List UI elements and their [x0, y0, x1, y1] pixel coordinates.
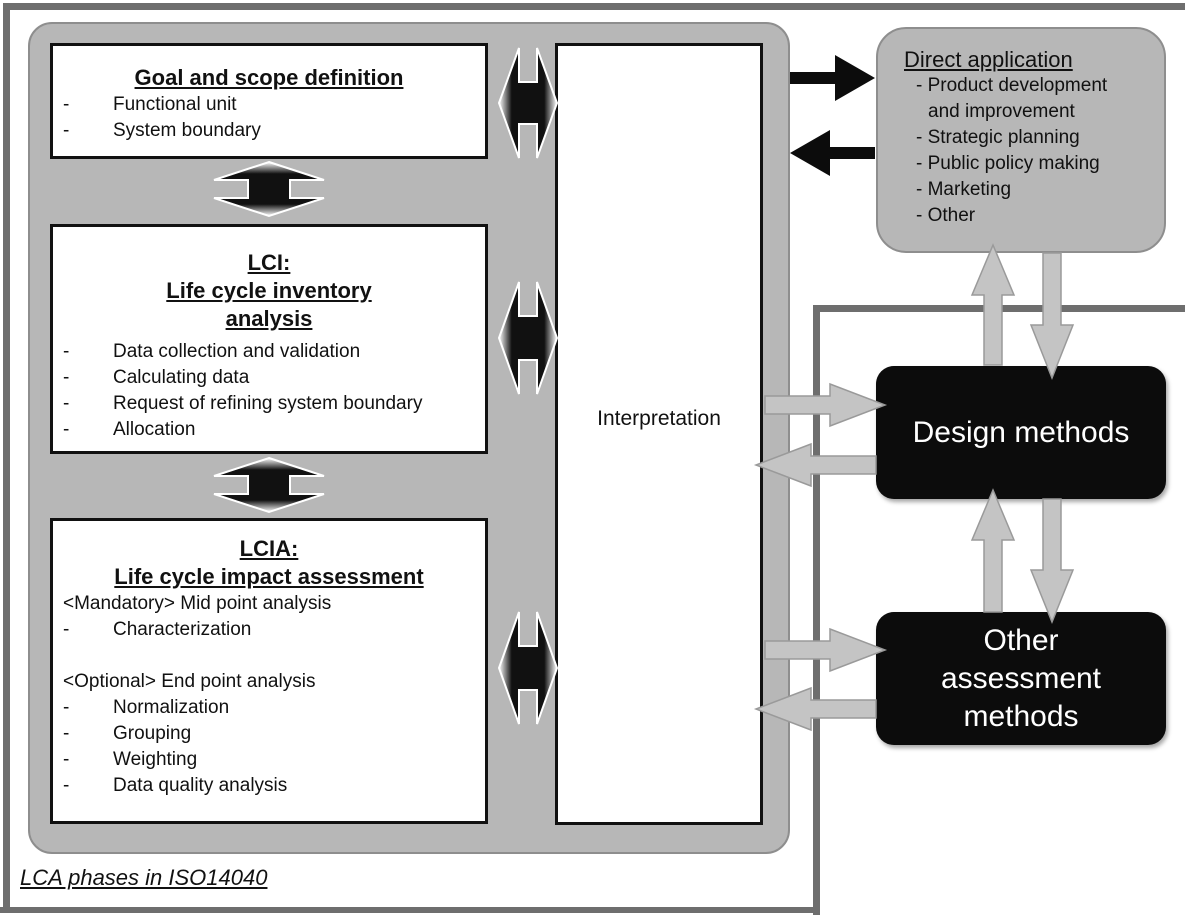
arrow-left-icon — [753, 686, 877, 732]
double-arrow-icon — [213, 456, 325, 514]
lci-item: -Allocation — [63, 419, 196, 440]
outer-frame — [3, 3, 1185, 913]
lci-item: -Request of refining system boundary — [63, 393, 423, 414]
lcia-box: LCIA: Life cycle impact assessment <Mand… — [50, 518, 488, 824]
application-item: - Public policy making — [916, 153, 1100, 174]
arrow-right-icon — [764, 382, 888, 428]
goal-item: -System boundary — [63, 120, 261, 141]
lcia-mandatory-heading: <Mandatory> Mid point analysis — [63, 593, 332, 614]
bottom-frame-line — [0, 907, 820, 913]
lcia-item: -Normalization — [63, 697, 230, 718]
other-assessment-methods-box: Other assessment methods — [876, 612, 1166, 745]
arrow-left-icon — [790, 130, 875, 176]
lcia-item: -Weighting — [63, 749, 198, 770]
lci-box: LCI: Life cycle inventory analysis -Data… — [50, 224, 488, 454]
arrow-right-icon — [764, 627, 888, 673]
application-item: and improvement — [928, 101, 1075, 122]
application-item: - Marketing — [916, 179, 1012, 200]
lci-item: -Calculating data — [63, 367, 250, 388]
interpretation-box: Interpretation — [555, 43, 763, 825]
goal-scope-title: Goal and scope definition — [134, 65, 404, 90]
direct-application-box: Direct application - Product development… — [876, 27, 1166, 253]
application-item: - Strategic planning — [916, 127, 1080, 148]
design-methods-label: Design methods — [912, 415, 1130, 449]
lcia-item: -Data quality analysis — [63, 775, 288, 796]
arrow-right-icon — [790, 55, 875, 101]
goal-item: -Functional unit — [63, 94, 237, 115]
double-arrow-icon — [497, 611, 559, 725]
arrow-down-icon — [1029, 498, 1075, 625]
application-item: - Other — [916, 205, 976, 226]
lca-phases-caption: LCA phases in ISO14040 — [20, 865, 268, 890]
other-methods-line: Other — [983, 623, 1059, 657]
goal-scope-box: Goal and scope definition -Functional un… — [50, 43, 488, 159]
lcia-item: -Grouping — [63, 723, 192, 744]
double-arrow-icon — [497, 281, 559, 395]
arrow-up-icon — [970, 243, 1016, 366]
lci-item: -Data collection and validation — [63, 341, 361, 362]
arrow-up-icon — [970, 488, 1016, 613]
double-arrow-icon — [497, 47, 559, 159]
interpretation-label: Interpretation — [597, 407, 721, 430]
double-arrow-icon — [213, 160, 325, 218]
direct-application-title: Direct application — [904, 47, 1073, 72]
lcia-title: LCIA: Life cycle impact assessment — [114, 536, 424, 589]
other-methods-line: assessment — [940, 661, 1102, 695]
application-item: - Product development — [916, 75, 1108, 96]
arrow-down-icon — [1029, 252, 1075, 381]
other-methods-line: methods — [963, 699, 1079, 733]
design-methods-box: Design methods — [876, 366, 1166, 499]
lcia-optional-heading: <Optional> End point analysis — [63, 671, 316, 692]
lci-title: LCI: Life cycle inventory analysis — [166, 250, 372, 331]
arrow-left-icon — [753, 442, 877, 488]
lcia-item: -Characterization — [63, 619, 252, 640]
